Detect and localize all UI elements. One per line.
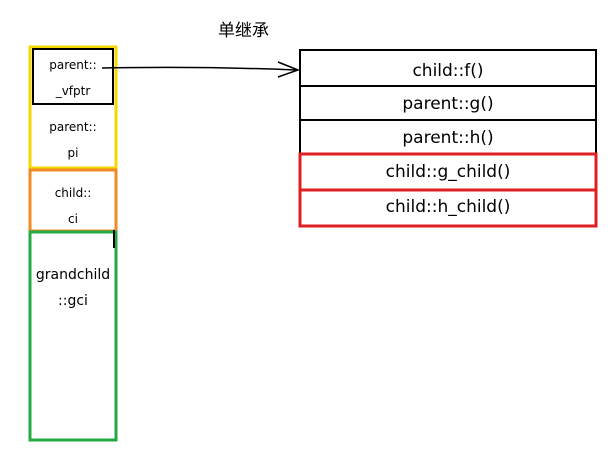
vfptr-arrow [101,66,297,71]
vfptr-box [32,48,114,105]
vtable-entry: parent::g() [402,94,494,114]
parent-region [28,45,118,170]
arrow-head [277,61,301,78]
vtable-entry: child::f() [412,61,484,81]
child-ci-label: child:: ci [54,186,92,226]
grandchild-gci-label: grandchild ::gci [35,267,111,309]
diagram-title: 单继承 [218,21,269,41]
vtable-entry: child::h_child() [385,197,511,217]
vtable-entry: parent::h() [402,128,494,148]
vtable-entry: child::g_child() [385,162,511,182]
parent-vfptr-label: parent:: _vfptr [49,58,97,98]
parent-pi-label: parent:: pi [49,120,97,160]
grandchild-region [28,230,118,442]
